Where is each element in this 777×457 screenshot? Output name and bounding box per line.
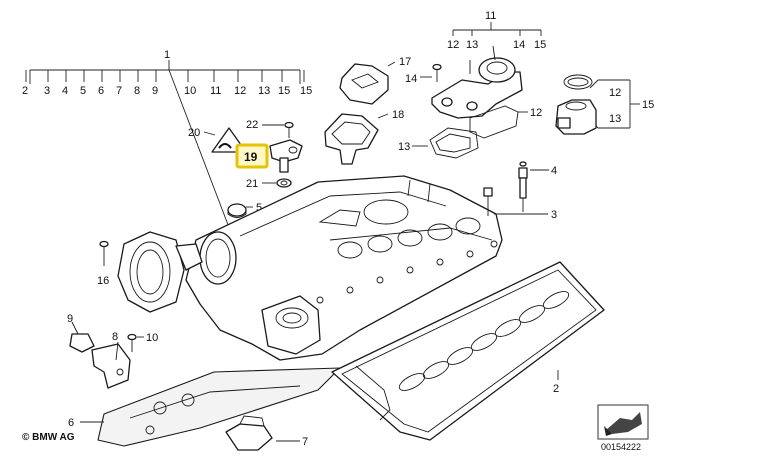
callout-7[interactable]: 7 xyxy=(302,436,308,448)
group-11-bracket xyxy=(452,22,542,36)
callout-15-sub-12[interactable]: 12 xyxy=(609,87,621,99)
callout-14[interactable]: 14 xyxy=(405,73,417,85)
part-3-bolt[interactable] xyxy=(483,187,548,216)
callout-1-sub-10[interactable]: 10 xyxy=(184,85,196,97)
callout-1-sub-9[interactable]: 9 xyxy=(152,85,158,97)
callout-1-sub-13[interactable]: 13 xyxy=(258,85,270,97)
callout-21[interactable]: 21 xyxy=(246,178,258,190)
callout-11[interactable]: 11 xyxy=(485,10,496,22)
callout-1-sub-8[interactable]: 8 xyxy=(134,85,140,97)
callout-10[interactable]: 10 xyxy=(146,332,158,344)
callout-1[interactable]: 1 xyxy=(164,49,170,61)
part-8-bracket[interactable] xyxy=(91,341,131,389)
callout-4[interactable]: 4 xyxy=(551,165,557,177)
throttle-housing[interactable] xyxy=(117,231,203,313)
part-5-plug[interactable] xyxy=(227,203,253,218)
callout-6[interactable]: 6 xyxy=(68,417,74,429)
callout-5[interactable]: 5 xyxy=(256,202,262,214)
callout-8[interactable]: 8 xyxy=(112,331,118,343)
part-15-connector[interactable] xyxy=(555,74,597,135)
callout-1-sub-6[interactable]: 6 xyxy=(98,85,104,97)
part-1-cylinder-head-cover[interactable] xyxy=(185,175,503,361)
callout-1-sub-4[interactable]: 4 xyxy=(62,85,68,97)
part-21-o-ring[interactable] xyxy=(262,178,292,188)
callout-1-sub-3[interactable]: 3 xyxy=(44,85,50,97)
callout-19[interactable]: 19 xyxy=(244,150,258,164)
copyright-notice: © BMW AG xyxy=(22,432,75,443)
callout-1-sub-15[interactable]: 15 xyxy=(278,85,290,97)
part-4-sensor[interactable] xyxy=(518,161,549,212)
part-7-bracket[interactable] xyxy=(225,415,300,451)
part-11-actuator-assembly[interactable] xyxy=(431,45,523,119)
document-number: 00154222 xyxy=(601,442,642,452)
callout-11-sub-15[interactable]: 15 xyxy=(534,39,546,51)
callout-16[interactable]: 16 xyxy=(97,275,109,287)
part-22-bolt[interactable] xyxy=(262,121,294,139)
callout-22[interactable]: 22 xyxy=(246,119,258,131)
callout-1-sub-12[interactable]: 12 xyxy=(234,85,246,97)
callout-12[interactable]: 12 xyxy=(530,107,542,119)
part-14-bolt[interactable] xyxy=(420,63,442,83)
callout-1-sub-11[interactable]: 11 xyxy=(210,85,221,97)
callout-9[interactable]: 9 xyxy=(67,313,73,325)
part-13-gasket[interactable] xyxy=(412,127,479,159)
callout-17[interactable]: 17 xyxy=(399,56,411,68)
callout-1-sub-2[interactable]: 2 xyxy=(22,85,28,97)
callout-13[interactable]: 13 xyxy=(398,141,410,153)
legend-pictogram xyxy=(597,404,649,440)
callout-11-sub-12[interactable]: 12 xyxy=(447,39,459,51)
callout-20[interactable]: 20 xyxy=(188,127,200,139)
callout-19-highlight xyxy=(235,143,269,169)
callout-1-sub-5[interactable]: 5 xyxy=(80,85,86,97)
part-17-oil-filler-cap[interactable] xyxy=(339,61,396,105)
callout-11-sub-14[interactable]: 14 xyxy=(513,39,525,51)
callout-15[interactable]: 15 xyxy=(642,99,654,111)
part-2-gasket[interactable] xyxy=(331,261,605,441)
part-19-sensor[interactable] xyxy=(269,139,303,173)
callout-15-sub-13[interactable]: 13 xyxy=(609,113,621,125)
part-6-cover-plate[interactable] xyxy=(80,367,341,447)
part-10-bolt[interactable] xyxy=(127,333,144,353)
group-1-bracket xyxy=(29,60,301,231)
part-9-clip[interactable] xyxy=(69,321,95,353)
part-16-bolt[interactable] xyxy=(99,240,109,267)
part-12-gasket[interactable] xyxy=(469,105,528,139)
callout-2[interactable]: 2 xyxy=(553,383,559,395)
callout-1-sub-7[interactable]: 7 xyxy=(116,85,122,97)
callout-18[interactable]: 18 xyxy=(392,109,404,121)
callout-1-sub-15[interactable]: 15 xyxy=(300,85,312,97)
callout-3[interactable]: 3 xyxy=(551,209,557,221)
part-18-filler-gasket[interactable] xyxy=(324,113,389,165)
callout-11-sub-13[interactable]: 13 xyxy=(466,39,478,51)
